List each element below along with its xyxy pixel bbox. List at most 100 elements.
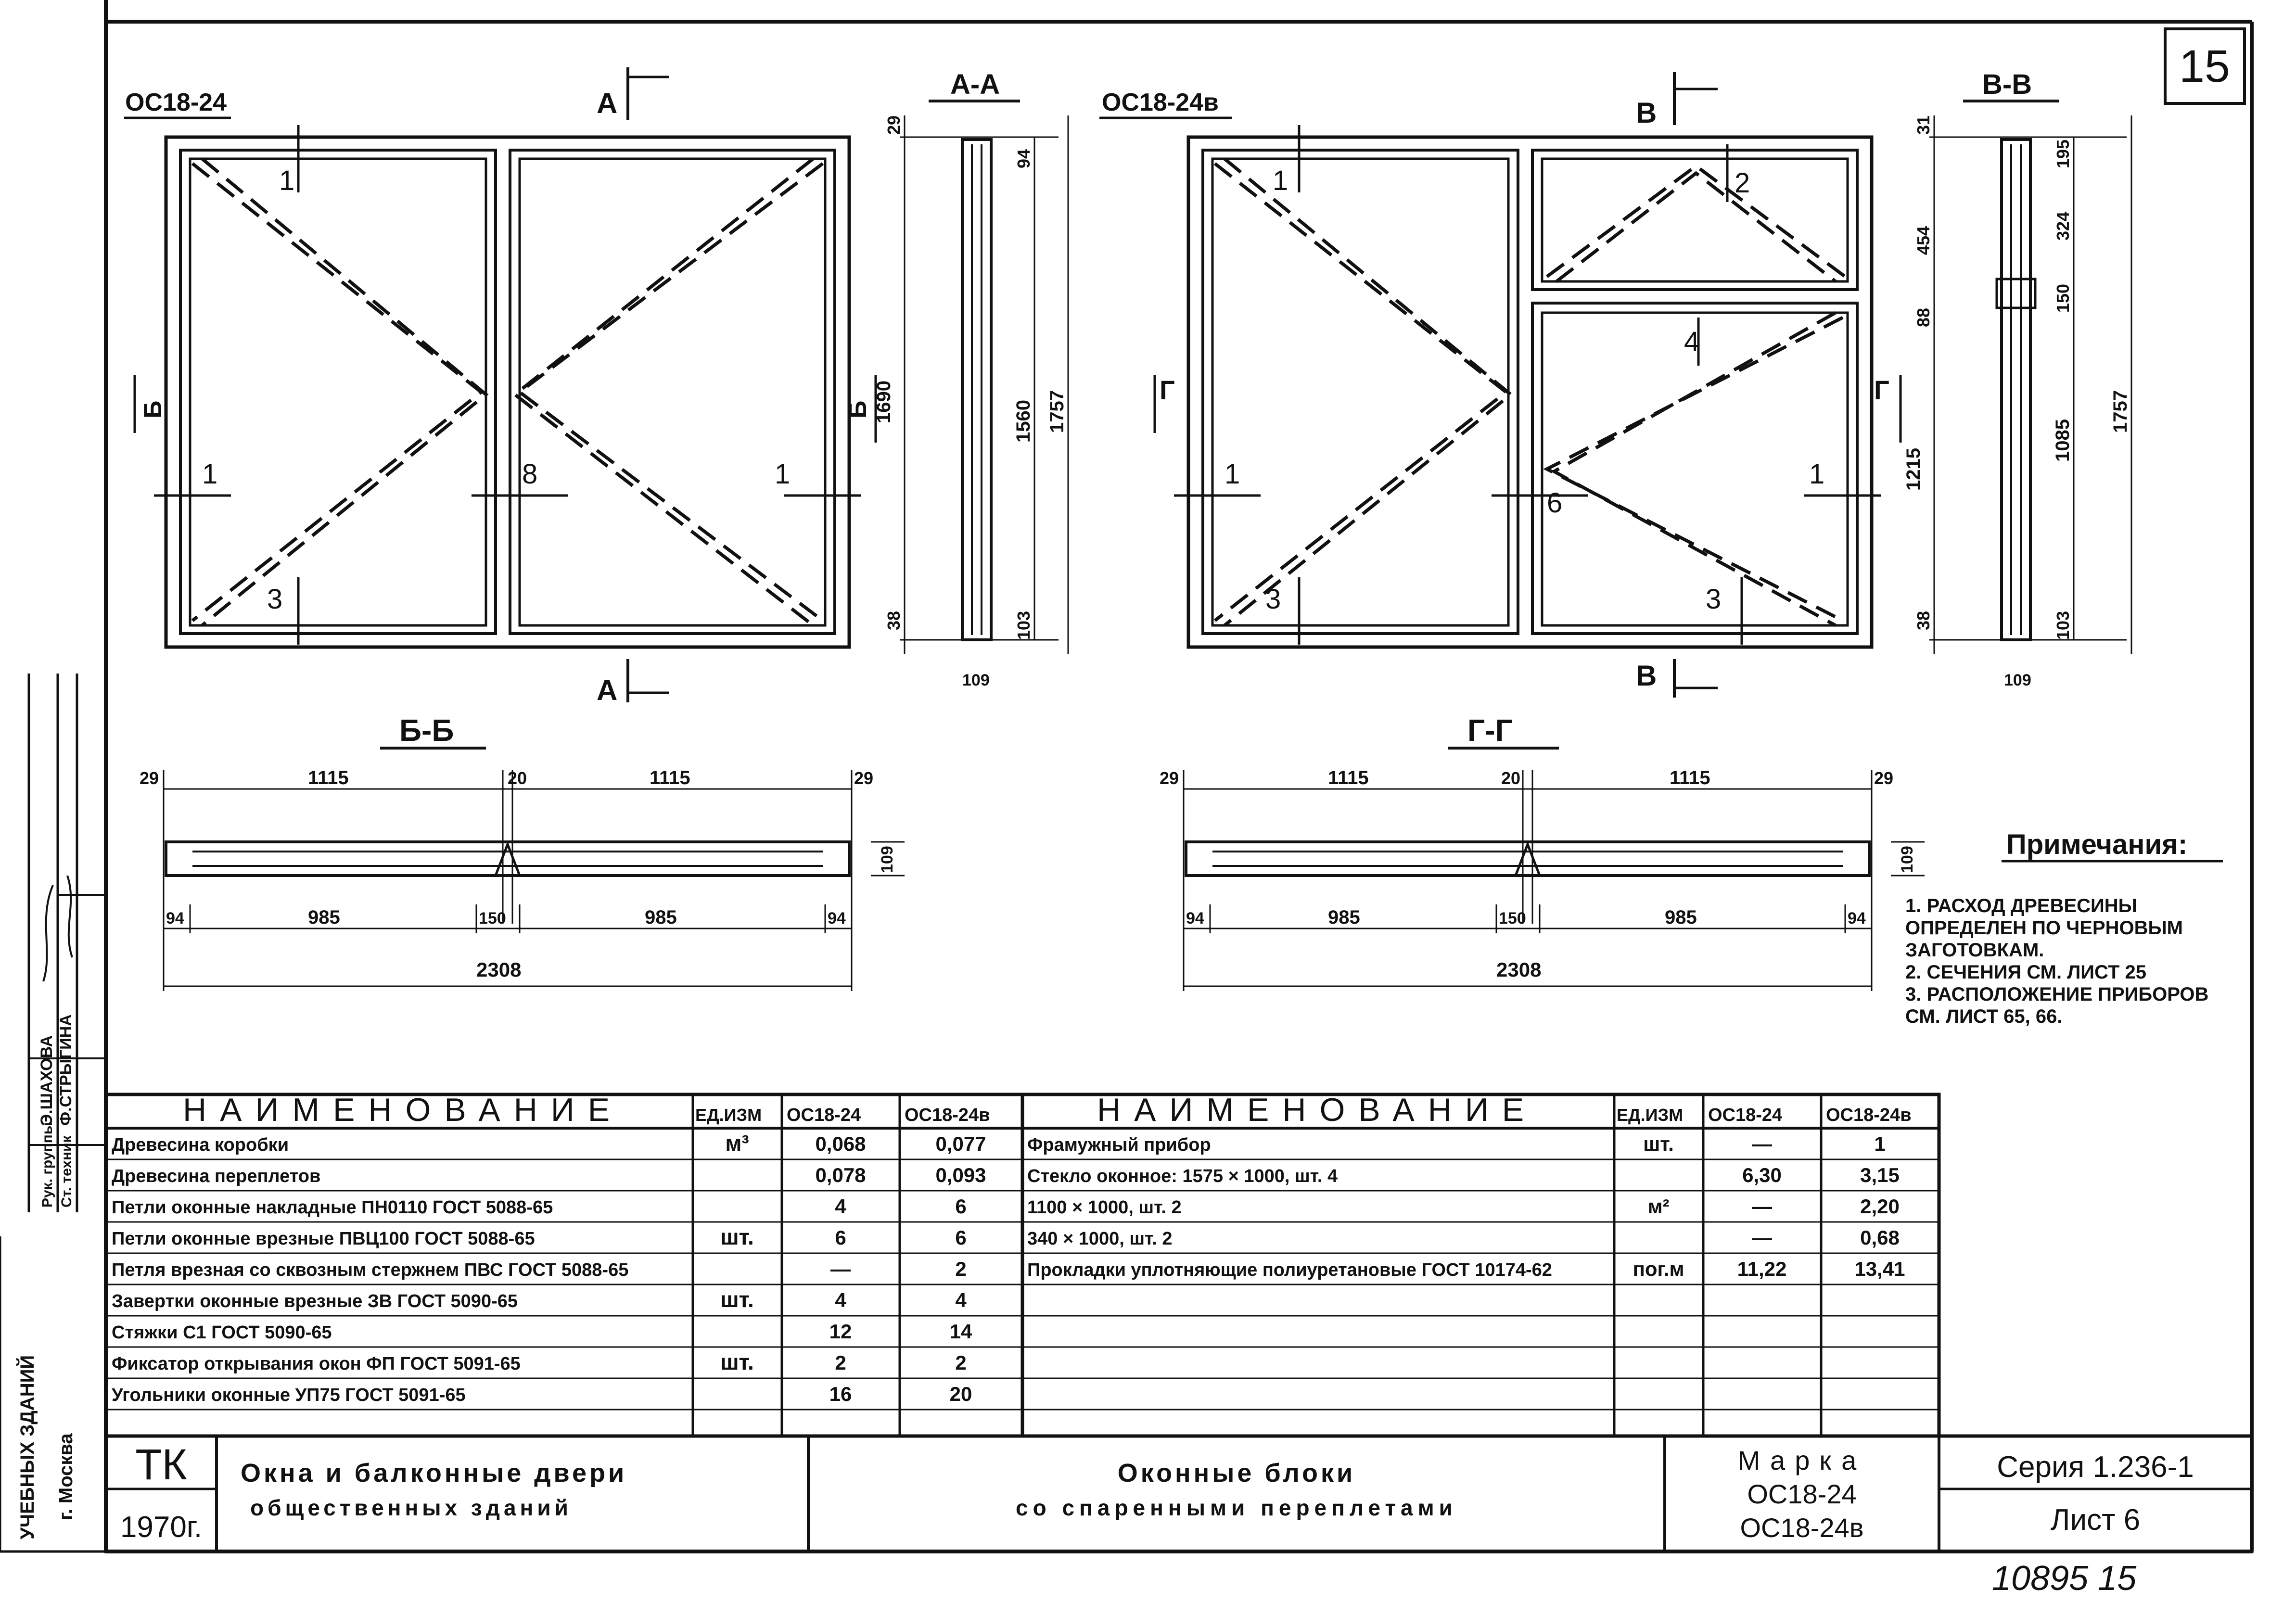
- table-row-name: Фиксатор открывания окон ФП ГОСТ 5091-65: [112, 1354, 521, 1374]
- note-item: 2. Сечения см. лист 25: [1905, 962, 2146, 983]
- bb-top-dim: 20: [508, 768, 527, 788]
- part-label: 1: [1225, 458, 1240, 490]
- table-cell: 16: [829, 1383, 852, 1405]
- bb-total: 2308: [476, 958, 521, 981]
- section-bb: Б-Б 29 1115 20 1115 29 109 94 985 150 98…: [140, 713, 905, 991]
- vv-dim: 324: [2053, 212, 2073, 241]
- window-elevation-2: ОС18-24в 1 2 4 1 6 1 3 3 В: [1099, 72, 1924, 698]
- frame-outer: [164, 135, 851, 649]
- opening-lines-transom-2: [1555, 171, 1837, 283]
- notes-title: Примечания:: [2006, 829, 2187, 860]
- part-label: 6: [1547, 487, 1562, 519]
- mark-2: ОС18-24в: [1740, 1513, 1864, 1543]
- mark-label-1: ОС18-24: [125, 89, 227, 116]
- table-cell: 2: [955, 1258, 966, 1280]
- sash-left-inner: [1211, 157, 1510, 627]
- vv-dim: 38: [1913, 611, 1933, 630]
- table-cell: 2,20: [1860, 1195, 1900, 1218]
- gg-top-dim: 1115: [1328, 767, 1369, 788]
- part-label: 1: [1273, 165, 1288, 196]
- sash-left-inner: [189, 157, 487, 627]
- sheet-title-line-2: со спаренными переплетами: [1016, 1495, 1457, 1520]
- bb-height: 109: [878, 846, 896, 873]
- aa-dim: 94: [1014, 149, 1033, 168]
- opening-lines-right: [517, 162, 824, 622]
- section-profile: [961, 138, 993, 641]
- table-cell: 14: [950, 1320, 972, 1343]
- table-row-name: Завертки оконные врезные ЗВ ГОСТ 5090-65: [112, 1291, 518, 1311]
- transom-inner: [1541, 157, 1849, 283]
- bb-bottom-dim: 985: [645, 907, 677, 928]
- gg-bottom-dim: 985: [1328, 907, 1360, 928]
- cut-label-b: Б: [844, 401, 872, 419]
- handwritten-number: 10895 15: [1992, 1559, 2137, 1598]
- part-label: 1: [1809, 458, 1824, 490]
- header-col1-left: ОС18-24: [787, 1105, 861, 1125]
- aa-dim: 1560: [1013, 400, 1034, 443]
- stamp-name-1: Э.ШАХОВА: [38, 1035, 56, 1126]
- table-cell: шт.: [720, 1349, 754, 1374]
- vv-dim: 454: [1913, 226, 1933, 255]
- table-cell: 3,15: [1860, 1164, 1900, 1186]
- header-unit-left: ЕД.ИЗМ: [695, 1105, 762, 1125]
- vertical-city: г. Москва: [55, 1433, 77, 1520]
- table-cell: 0,077: [935, 1132, 986, 1155]
- opening-lines-left-2: [1223, 157, 1514, 627]
- gg-bottom-dim: 985: [1665, 907, 1697, 928]
- cut-label-v: В: [1636, 660, 1657, 692]
- table-cell: шт.: [1643, 1132, 1674, 1155]
- table-row-name: Угольники оконные УП75 ГОСТ 5091-65: [112, 1385, 466, 1405]
- project-line-1: Окна и балконные двери: [241, 1459, 627, 1488]
- header-name-left: НАИМЕНОВАНИЕ: [183, 1092, 623, 1128]
- section-aa: А-А 29 94 1560 1757 38 103 109: [884, 69, 1069, 689]
- table-cell: 6: [955, 1226, 966, 1249]
- table-cell: 4: [835, 1195, 846, 1218]
- stamp-role-2: Ст. техник: [59, 1135, 75, 1208]
- gg-bottom-dim: 94: [1848, 909, 1866, 928]
- opening-lines-left: [1213, 162, 1509, 622]
- vv-dim: 103: [2053, 611, 2073, 640]
- opening-lines-left-2: [201, 157, 489, 627]
- table-cell: 13,41: [1854, 1258, 1905, 1280]
- stamp-role-1: Рук. группы: [39, 1122, 55, 1208]
- table-cell: —: [830, 1258, 851, 1280]
- table-row-name: 1100 × 1000, шт. 2: [1027, 1197, 1182, 1218]
- table-cell: 2: [955, 1351, 966, 1374]
- sash-left-outer: [1201, 149, 1519, 635]
- table-row-name: Стяжки С1 ГОСТ 5090-65: [112, 1322, 332, 1343]
- window-elevation-1: ОС18-24 1 1 1 3 8 А А Б Б 1690: [124, 67, 894, 706]
- table-cell: —: [1752, 1226, 1772, 1249]
- table-cell: 0,078: [815, 1164, 866, 1186]
- cut-label-v: В: [1636, 97, 1657, 129]
- table-cell: 2: [835, 1351, 846, 1374]
- section-vv-title: В-В: [1982, 69, 2032, 100]
- sash-right-outer: [509, 149, 836, 635]
- vv-dim: 31: [1913, 115, 1933, 135]
- section-gg: Г-Г 29 1115 20 1115 29 109 94 985 150 98…: [1160, 713, 1925, 991]
- part-label: 1: [202, 458, 217, 490]
- section-mullion: [1995, 278, 2037, 309]
- part-label: 4: [1684, 326, 1699, 357]
- vertical-title: УЧЕБНЫХ ЗДАНИЙ: [16, 1355, 38, 1539]
- notes-list: 1. Расход древесины определен по черновы…: [1905, 895, 2208, 1027]
- table-row-name: Древесина переплетов: [112, 1166, 320, 1186]
- opening-lines-right-2: [1550, 311, 1837, 627]
- title-block-frame: [104, 1434, 2254, 1553]
- gg-height: 109: [1898, 846, 1916, 873]
- part-label: 3: [267, 584, 282, 615]
- table-cell: 20: [950, 1383, 972, 1405]
- section-bb-title: Б-Б: [399, 713, 454, 748]
- table-cell: 4: [955, 1289, 967, 1311]
- table-cell: —: [1752, 1132, 1772, 1155]
- table-cell: —: [1752, 1195, 1772, 1218]
- table-cell: м²: [1647, 1195, 1669, 1218]
- gg-bottom-dim: 150: [1499, 909, 1526, 928]
- section-aa-title: А-А: [950, 69, 1000, 100]
- sheet-title-line-1: Оконные блоки: [1118, 1459, 1356, 1488]
- table-cell: шт.: [720, 1287, 754, 1312]
- sash-right-inner: [1541, 311, 1849, 627]
- gg-top-dim: 29: [1874, 768, 1893, 788]
- table-cell: 0,093: [935, 1164, 986, 1186]
- gg-top-dim: 29: [1160, 768, 1179, 788]
- cut-label-g: Г: [1160, 375, 1175, 405]
